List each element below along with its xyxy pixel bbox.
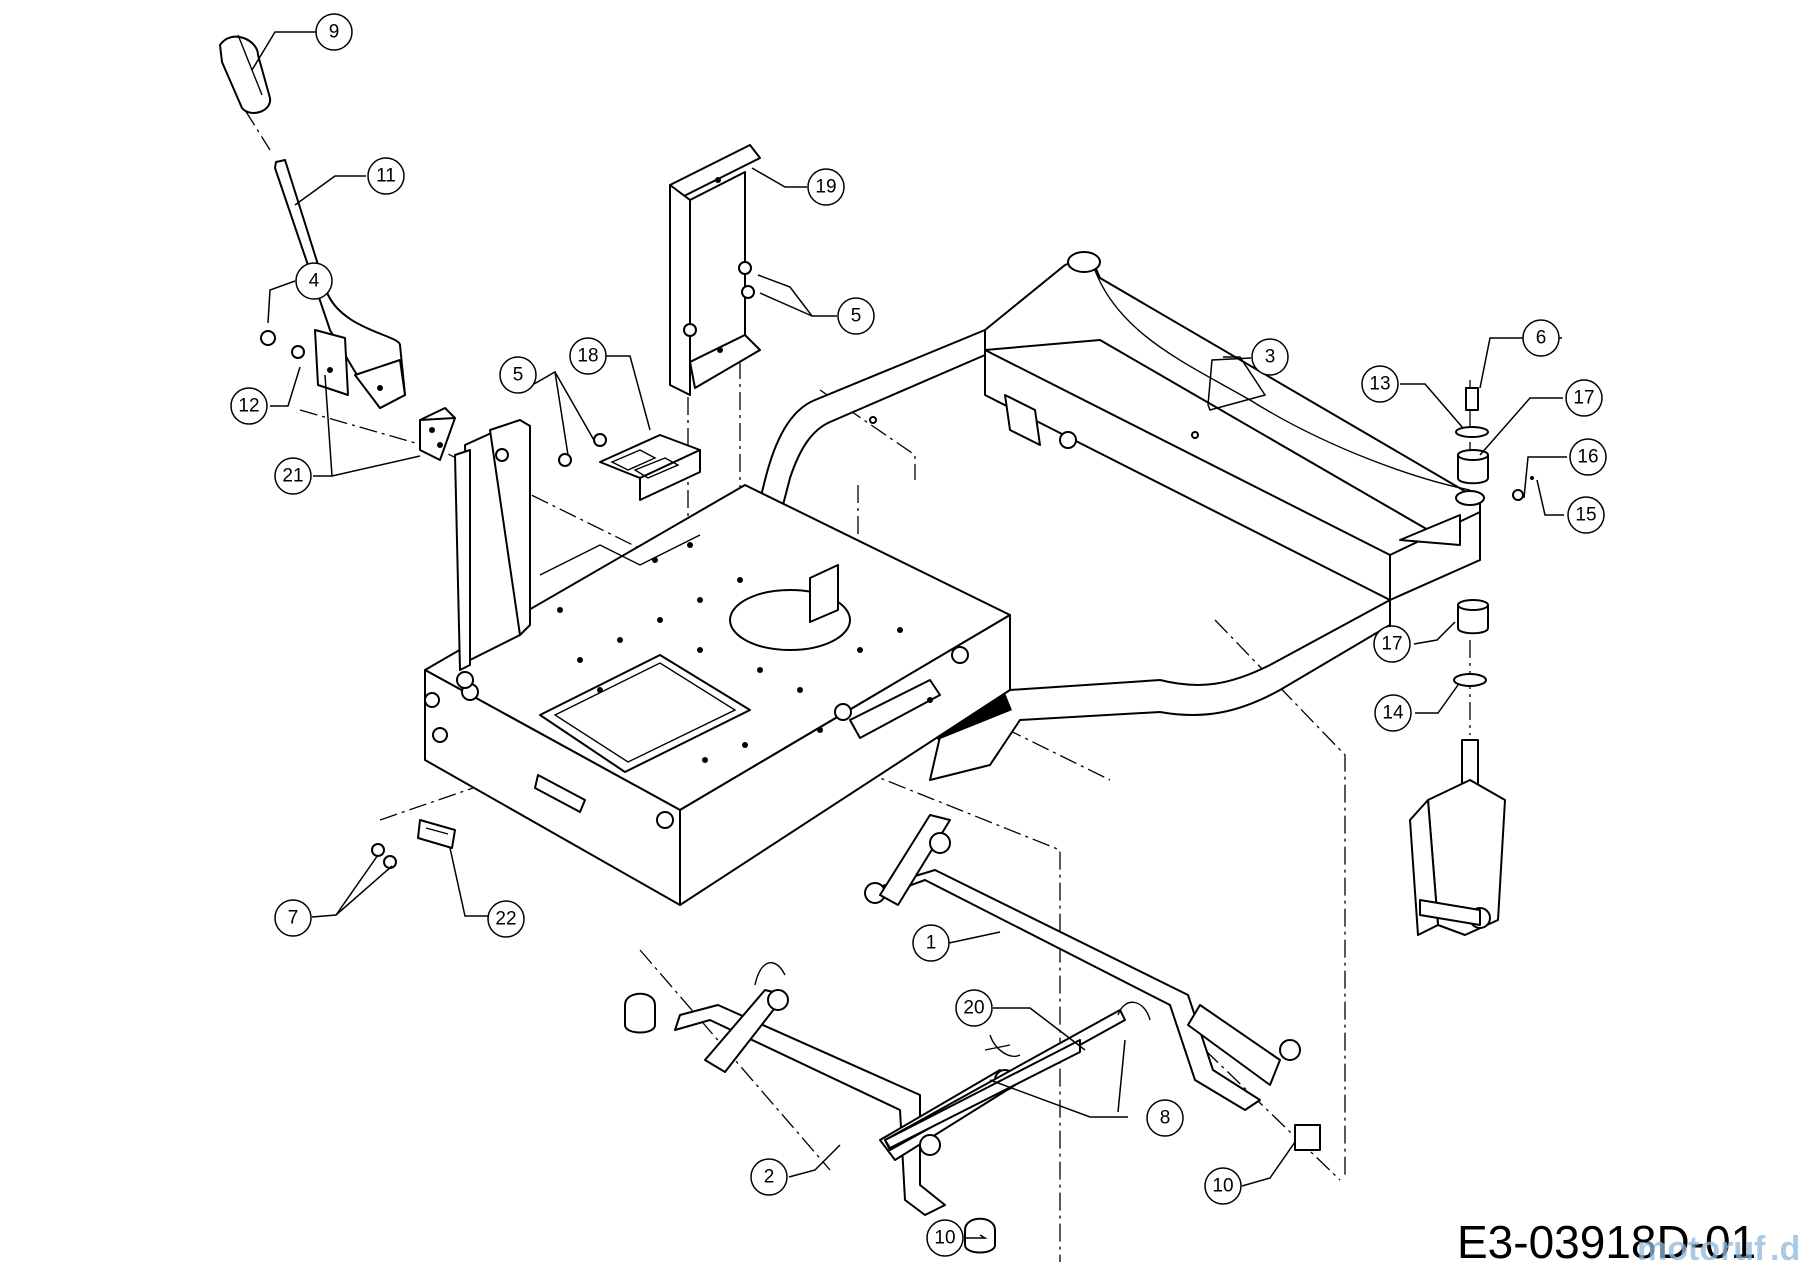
callout-label: 17 [1381,634,1402,655]
callout-14: 14 [1374,694,1412,732]
lift-linkage [624,814,1321,1254]
spindle-hardware [1453,387,1534,791]
callout-19: 19 [807,168,845,206]
callout-label: 18 [577,346,598,367]
callout-label: 16 [1577,447,1598,468]
callout-13: 13 [1361,365,1399,403]
callout-18: 18 [569,337,607,375]
callout-label: 15 [1575,505,1596,526]
callout-label: 4 [309,271,320,292]
callout-label: 5 [851,306,862,327]
callout-label: 22 [495,909,516,930]
deck-plate [424,484,1011,906]
callout-label: 1 [926,933,937,954]
callout-10-right: 10 [1204,1167,1242,1205]
callout-2: 2 [750,1158,788,1196]
callout-label: 12 [238,396,259,417]
callout-label: 17 [1573,388,1594,409]
callout-label: 10 [1212,1176,1233,1197]
callout-7: 7 [274,899,312,937]
callout-label: 3 [1265,347,1276,368]
callout-20: 20 [955,989,993,1027]
callout-3: 3 [1251,338,1289,376]
callout-label: 10 [934,1228,955,1249]
callout-22: 22 [487,900,525,938]
callout-15: 15 [1567,496,1605,534]
callout-9: 9 [315,13,353,51]
callout-label: 14 [1382,703,1404,724]
callout-16: 16 [1569,438,1607,476]
callout-17-lower: 17 [1373,625,1411,663]
callout-17-upper: 17 [1565,379,1603,417]
clip-plate [417,819,456,849]
right-upright-bracket [669,144,761,396]
callout-6: 6 [1522,319,1560,357]
callout-label: 19 [815,177,836,198]
callout-10-left: 10 [926,1219,964,1257]
leader-lines [251,31,1567,1239]
slotted-plate [599,434,701,501]
callout-label: 20 [963,998,984,1019]
drawing-code: E3-03918D-01 [1457,1216,1756,1268]
watermark-suffix: .de [1770,1230,1800,1268]
callout-8: 8 [1146,1099,1184,1137]
caster-yoke [1409,779,1506,936]
callout-label: 2 [764,1167,775,1188]
watermark: motoruf [1637,1230,1766,1268]
callout-12: 12 [230,387,268,425]
left-bracket-tower [419,407,531,689]
lever-assembly [219,34,406,409]
callout-label: 7 [288,908,299,929]
callout-11: 11 [367,157,405,195]
callout-4: 4 [295,262,333,300]
callout-5-lower: 5 [499,356,537,394]
callout-21: 21 [274,457,312,495]
callout-label: 6 [1536,328,1547,349]
callout-label: 21 [282,466,303,487]
callout-label: 11 [376,166,396,187]
callout-label: 9 [329,22,340,43]
callout-label: 5 [513,365,524,386]
callout-5-upper: 5 [837,297,875,335]
callout-1: 1 [912,924,950,962]
callout-label: 8 [1160,1108,1171,1129]
callout-label: 13 [1369,374,1390,395]
